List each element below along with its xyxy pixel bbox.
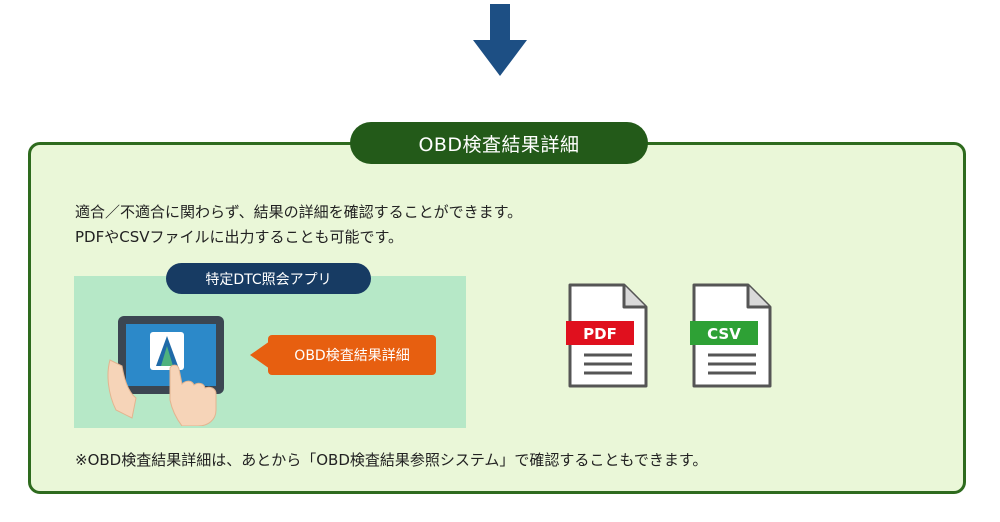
description-line-1: 適合／不適合に関わらず、結果の詳細を確認することができます。 (75, 203, 523, 221)
description: 適合／不適合に関わらず、結果の詳細を確認することができます。 PDFやCSVファ… (75, 200, 522, 250)
footnote: ※OBD検査結果詳細は、あとから「OBD検査結果参照システム」で確認することもで… (75, 451, 708, 469)
app-name-badge: 特定DTC照会アプリ (166, 263, 371, 294)
csv-document-icon: CSV (690, 283, 772, 388)
description-line-2: PDFやCSVファイルに出力することも可能です。 (75, 228, 403, 246)
down-arrow-icon (473, 4, 527, 76)
obd-detail-callout: OBD検査結果詳細 (268, 335, 436, 375)
pdf-label: PDF (583, 325, 617, 343)
pdf-document-icon: PDF (566, 283, 648, 388)
callout-pointer (250, 341, 270, 369)
csv-label: CSV (707, 325, 741, 343)
section-title: OBD検査結果詳細 (350, 122, 648, 164)
tablet-hand-icon (107, 316, 224, 426)
